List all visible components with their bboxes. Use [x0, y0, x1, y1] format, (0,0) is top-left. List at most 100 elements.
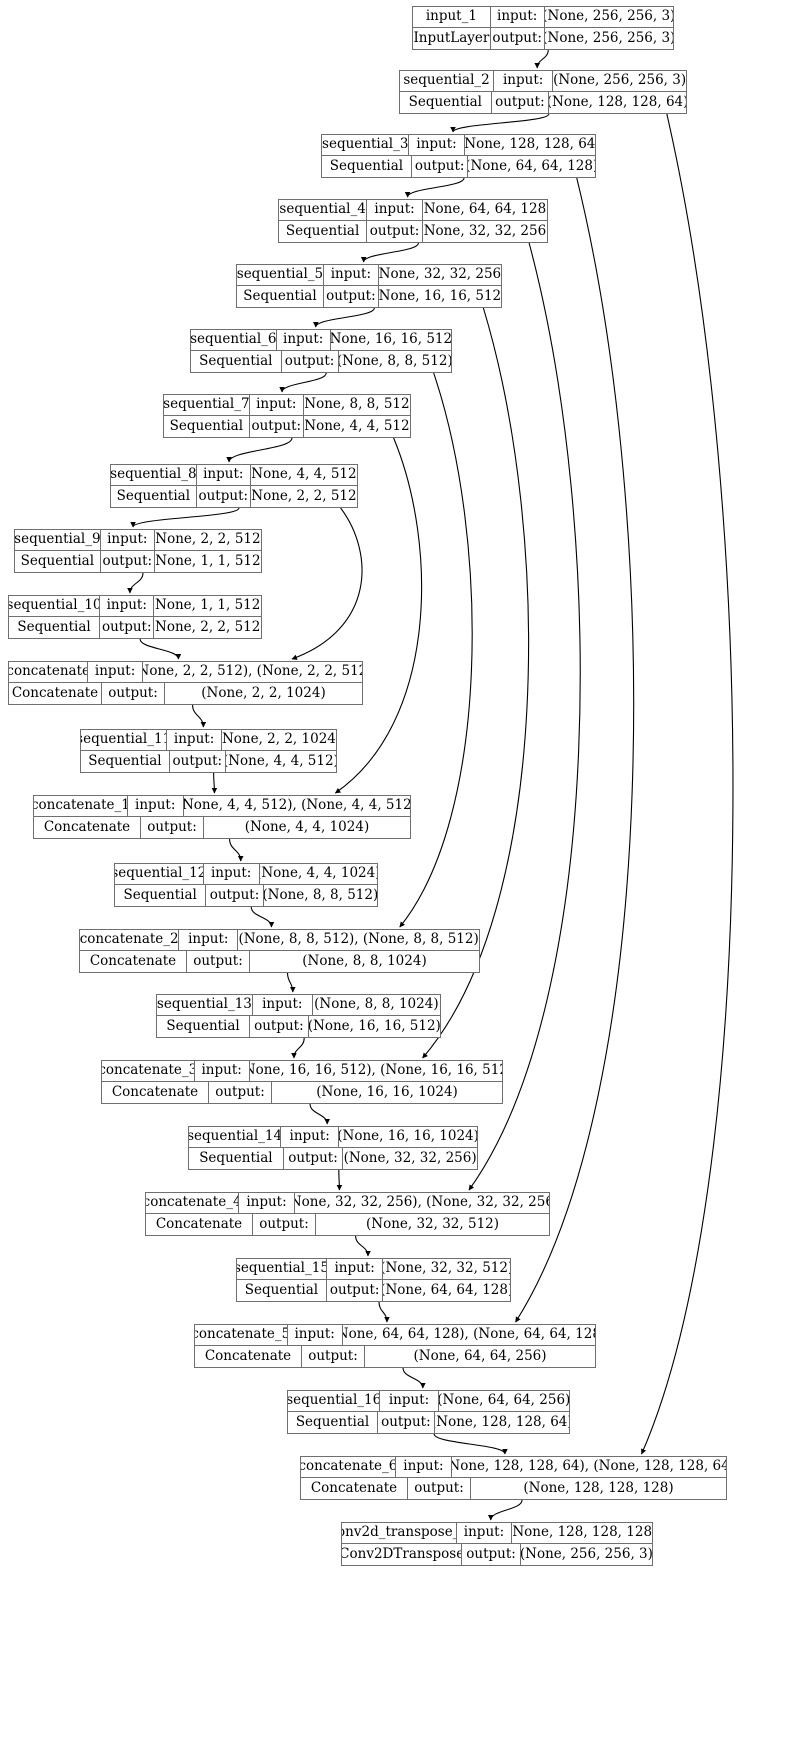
- node-input-shape-sequential_7: (None, 8, 8, 512): [303, 396, 410, 413]
- node-output-shape-sequential_3: (None, 64, 64, 128): [468, 157, 595, 174]
- node-name-concatenate_3: concatenate_3: [102, 1061, 195, 1081]
- node-name-concatenate_5: concatenate_5: [195, 1325, 288, 1345]
- node-class-concatenate_5: Concatenate: [195, 1346, 302, 1367]
- node-output-label-concatenate_5: output:: [302, 1346, 365, 1367]
- node-name-sequential_4: sequential_4: [279, 200, 368, 220]
- node-input-shape-concatenate: [(None, 2, 2, 512), (None, 2, 2, 512)]: [142, 663, 362, 680]
- node-output-shape-sequential_5: (None, 16, 16, 512): [378, 287, 501, 304]
- node-output-shape-sequential_2: (None, 128, 128, 64): [549, 93, 686, 110]
- node-output-shape-sequential_11: (None, 4, 4, 512): [225, 752, 336, 769]
- node-name-concatenate_6: concatenate_6: [301, 1457, 396, 1477]
- edge-concatenate_1-to-sequential_12: [229, 838, 244, 862]
- node-output-label-sequential_8: output:: [197, 486, 251, 507]
- node-output-label-sequential_9: output:: [101, 551, 155, 572]
- node-input-label-concatenate_5: input:: [288, 1325, 343, 1345]
- node-input-label-sequential_8: input:: [197, 465, 251, 485]
- node-name-sequential_2: sequential_2: [400, 71, 495, 91]
- node-input-label-sequential_6: input:: [277, 330, 331, 350]
- skip-edge-sequential_2-to-concatenate_6: [641, 113, 734, 1455]
- node-name-sequential_14: sequential_14: [189, 1127, 282, 1147]
- node-name-sequential_9: sequential_9: [15, 530, 101, 550]
- edge-sequential_15-to-concatenate_5: [378, 1301, 390, 1323]
- node-class-sequential_10: Sequential: [9, 617, 101, 638]
- node-class-concatenate_1: Concatenate: [34, 817, 141, 838]
- node-output-shape-sequential_4: (None, 32, 32, 256): [422, 222, 548, 239]
- node-class-concatenate_2: Concatenate: [80, 951, 187, 972]
- node-name-conv2d_transpose_8: conv2d_transpose_8: [342, 1523, 457, 1543]
- edge-sequential_13-to-concatenate_3: [291, 1037, 305, 1059]
- node-class-sequential_7: Sequential: [164, 416, 250, 437]
- node-class-concatenate_3: Concatenate: [102, 1082, 209, 1103]
- edge-sequential_12-to-concatenate_2: [250, 906, 275, 928]
- edge-concatenate_4-to-sequential_15: [355, 1235, 371, 1257]
- edge-input_1-to-sequential_2: [534, 49, 549, 69]
- node-name-sequential_15: sequential_15: [237, 1259, 327, 1279]
- node-class-sequential_6: Sequential: [191, 351, 282, 372]
- edge-sequential_9-to-sequential_10: [127, 572, 144, 594]
- node-name-sequential_7: sequential_7: [164, 395, 250, 415]
- node-input-shape-concatenate_4: [(None, 32, 32, 256), (None, 32, 32, 256…: [294, 1194, 549, 1211]
- node-output-shape-concatenate_2: (None, 8, 8, 1024): [302, 952, 427, 969]
- node-class-sequential_2: Sequential: [400, 92, 492, 113]
- node-input-shape-sequential_5: (None, 32, 32, 256): [378, 266, 501, 283]
- node-output-shape-concatenate_4: (None, 32, 32, 512): [365, 1215, 500, 1232]
- edge-sequential_8-to-sequential_9: [130, 507, 240, 528]
- node-output-shape-sequential_15: (None, 64, 64, 128): [383, 1281, 510, 1298]
- node-output-label-sequential_3: output:: [412, 156, 469, 177]
- node-output-shape-concatenate_5: (None, 64, 64, 256): [413, 1347, 547, 1364]
- edge-sequential_14-to-concatenate_4: [336, 1169, 343, 1191]
- node-name-concatenate_2: concatenate_2: [80, 930, 180, 950]
- node-input-shape-sequential_13: (None, 8, 8, 1024): [314, 996, 439, 1013]
- node-input-shape-sequential_2: (None, 256, 256, 3): [553, 72, 687, 89]
- node-input-label-concatenate_6: input:: [396, 1457, 453, 1477]
- node-output-label-concatenate: output:: [102, 683, 165, 704]
- node-input-shape-sequential_4: (None, 64, 64, 128): [422, 201, 548, 218]
- node-output-label-concatenate_1: output:: [141, 817, 204, 838]
- node-output-label-sequential_13: output:: [250, 1016, 309, 1037]
- node-name-concatenate_1: concatenate_1: [34, 796, 128, 816]
- node-input-shape-sequential_9: (None, 2, 2, 512): [154, 531, 261, 548]
- node-output-label-sequential_15: output:: [327, 1280, 384, 1301]
- node-name-sequential_16: sequential_16: [288, 1391, 381, 1411]
- node-output-shape-concatenate_6: (None, 128, 128, 128): [523, 1479, 674, 1496]
- node-input-label-sequential_13: input:: [253, 995, 313, 1015]
- node-output-label-input_1: output:: [491, 28, 545, 49]
- node-input-shape-sequential_11: (None, 2, 2, 1024): [221, 731, 336, 748]
- node-name-concatenate: concatenate: [9, 662, 89, 682]
- node-output-label-sequential_12: output:: [206, 885, 264, 906]
- node-output-label-sequential_2: output:: [492, 92, 550, 113]
- node-input-shape-input_1: [(None, 256, 256, 3)]: [545, 8, 673, 25]
- node-input-label-sequential_5: input:: [324, 265, 379, 285]
- node-output-label-sequential_16: output:: [378, 1412, 435, 1433]
- edge-sequential_4-to-sequential_5: [360, 242, 419, 263]
- node-class-concatenate_6: Concatenate: [301, 1478, 408, 1499]
- skip-edge-sequential_6-to-concatenate_2: [399, 372, 473, 928]
- node-input-label-sequential_2: input:: [494, 71, 554, 91]
- node-input-label-sequential_9: input:: [101, 530, 155, 550]
- node-output-shape-sequential_13: (None, 16, 16, 512): [308, 1017, 440, 1034]
